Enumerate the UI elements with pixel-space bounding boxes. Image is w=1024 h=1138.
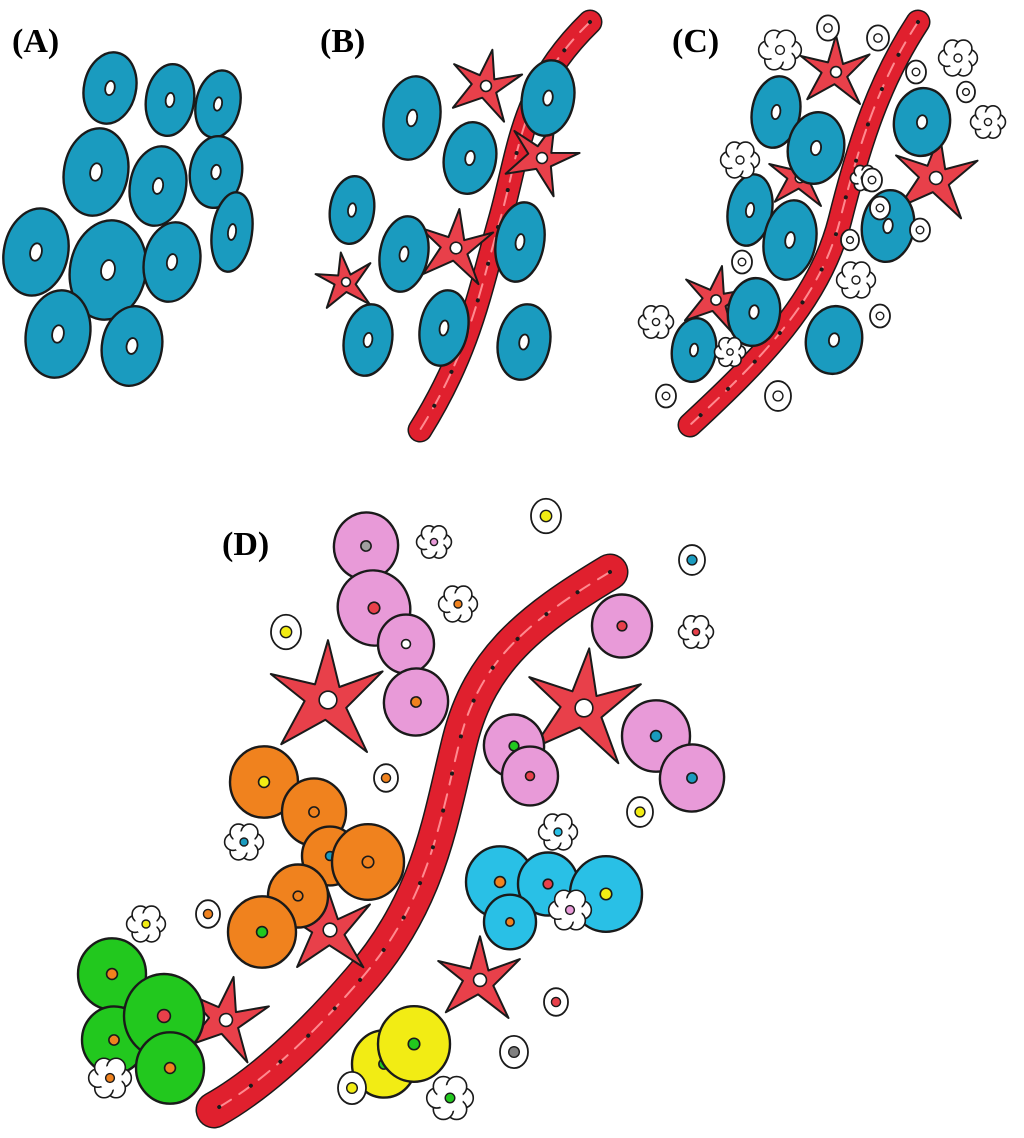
small-cell-c-2 <box>866 24 890 52</box>
immune-flower-c-5 <box>637 305 675 339</box>
small-cell-d-3 <box>270 613 302 651</box>
small-cell-d-1 <box>530 497 562 535</box>
immune-flower-c-7 <box>835 261 877 299</box>
immune-flower-d-6 <box>547 889 593 931</box>
small-cell-c-4 <box>956 80 976 104</box>
immune-flower-d-1 <box>415 525 453 559</box>
blue-cell-c-1 <box>750 75 802 149</box>
blue-cell-b-8 <box>496 303 552 381</box>
pink-cell-d-1 <box>332 511 400 581</box>
small-cell-d-9 <box>337 1070 367 1106</box>
panel-label-b: (B) <box>320 23 365 60</box>
fibroblast-b-4 <box>314 251 372 309</box>
orange-cell-d-4 <box>330 823 406 901</box>
blue-cell-b-1 <box>382 75 442 161</box>
blue-cell-c-2 <box>786 111 846 185</box>
small-cell-d-6 <box>195 899 221 929</box>
blue-cell-a-12 <box>100 305 164 387</box>
small-cell-d-2 <box>678 544 706 576</box>
blue-cell-a-4 <box>62 127 130 217</box>
pink-cell-d-9 <box>658 743 726 813</box>
blue-cell-b-3 <box>520 59 576 137</box>
small-cell-c-9 <box>731 249 753 275</box>
immune-flower-c-3 <box>969 105 1007 139</box>
fibroblast-c-2 <box>895 133 979 220</box>
small-cell-c-8 <box>909 217 931 243</box>
small-cell-c-7 <box>840 228 860 252</box>
immune-flower-d-4 <box>223 823 265 861</box>
panel-label-a: (A) <box>12 23 59 60</box>
blood-vessel-c <box>677 9 931 438</box>
pink-cell-d-4 <box>382 667 450 737</box>
panel-label-d: (D) <box>222 526 269 563</box>
small-cell-c-10 <box>869 303 891 329</box>
yellow-cell-d-2 <box>376 1005 452 1083</box>
small-cell-d-5 <box>626 796 654 828</box>
blue-cell-c-4 <box>726 173 774 247</box>
blue-cell-b-4 <box>328 174 376 246</box>
small-cell-d-7 <box>543 987 569 1017</box>
immune-flower-d-8 <box>425 1075 475 1121</box>
orange-cell-d-1 <box>228 745 300 819</box>
small-cell-c-3 <box>905 59 927 85</box>
blue-cell-a-9 <box>142 221 202 303</box>
immune-flower-d-2 <box>437 585 479 623</box>
small-cell-c-12 <box>655 383 677 409</box>
immune-flower-c-1 <box>757 29 803 71</box>
blue-cell-a-11 <box>24 289 92 379</box>
blue-cell-b-6 <box>494 201 546 283</box>
pink-cell-d-5 <box>590 593 654 659</box>
cyan-cell-d-4 <box>482 893 538 951</box>
blue-cell-b-2 <box>442 121 498 195</box>
small-cell-c-5 <box>861 167 883 193</box>
panel-label-c: (C) <box>672 23 719 60</box>
blue-cell-a-5 <box>128 145 188 227</box>
blue-cell-a-10 <box>210 191 254 273</box>
immune-flower-d-5 <box>125 905 167 943</box>
blue-cell-a-1 <box>82 51 138 125</box>
fibroblast-b-1 <box>451 48 524 123</box>
blue-cell-c-3 <box>892 86 952 158</box>
small-cell-c-1 <box>816 14 840 42</box>
blue-cell-c-7 <box>726 276 782 348</box>
fibroblast-b-2 <box>504 122 581 198</box>
immune-flower-c-2 <box>937 39 979 77</box>
fibroblast-d-5 <box>437 935 521 1019</box>
blue-cell-a-2 <box>144 62 196 138</box>
small-cell-c-6 <box>869 195 891 221</box>
small-cell-d-4 <box>373 763 399 793</box>
blue-cell-a-6 <box>188 134 244 210</box>
fibroblast-c-1 <box>799 34 871 105</box>
fibroblast-d-2 <box>528 647 642 765</box>
blue-cell-b-9 <box>342 303 394 377</box>
fibroblast-d-1 <box>269 639 384 753</box>
fibroblast-b-3 <box>419 208 495 286</box>
blue-cell-b-5 <box>378 215 430 293</box>
blue-cell-c-5 <box>762 199 818 281</box>
blue-cell-c-9 <box>670 316 718 384</box>
immune-flower-d-7 <box>87 1057 133 1099</box>
small-cell-d-8 <box>499 1034 529 1070</box>
green-cell-d-4 <box>134 1031 206 1105</box>
orange-cell-d-6 <box>226 895 298 969</box>
small-cell-c-11 <box>764 380 792 412</box>
blue-cell-a-7 <box>2 207 70 297</box>
immune-flower-c-6 <box>713 336 747 368</box>
pink-cell-d-3 <box>376 613 436 675</box>
pink-cell-d-7 <box>500 745 560 807</box>
immune-flower-d-3 <box>537 813 579 851</box>
blue-cell-c-8 <box>804 304 864 376</box>
immune-flower-c-4 <box>719 141 761 179</box>
immune-flower-d-9 <box>677 615 715 649</box>
blue-cell-b-7 <box>418 289 470 367</box>
blood-vessel-d <box>195 553 629 1129</box>
